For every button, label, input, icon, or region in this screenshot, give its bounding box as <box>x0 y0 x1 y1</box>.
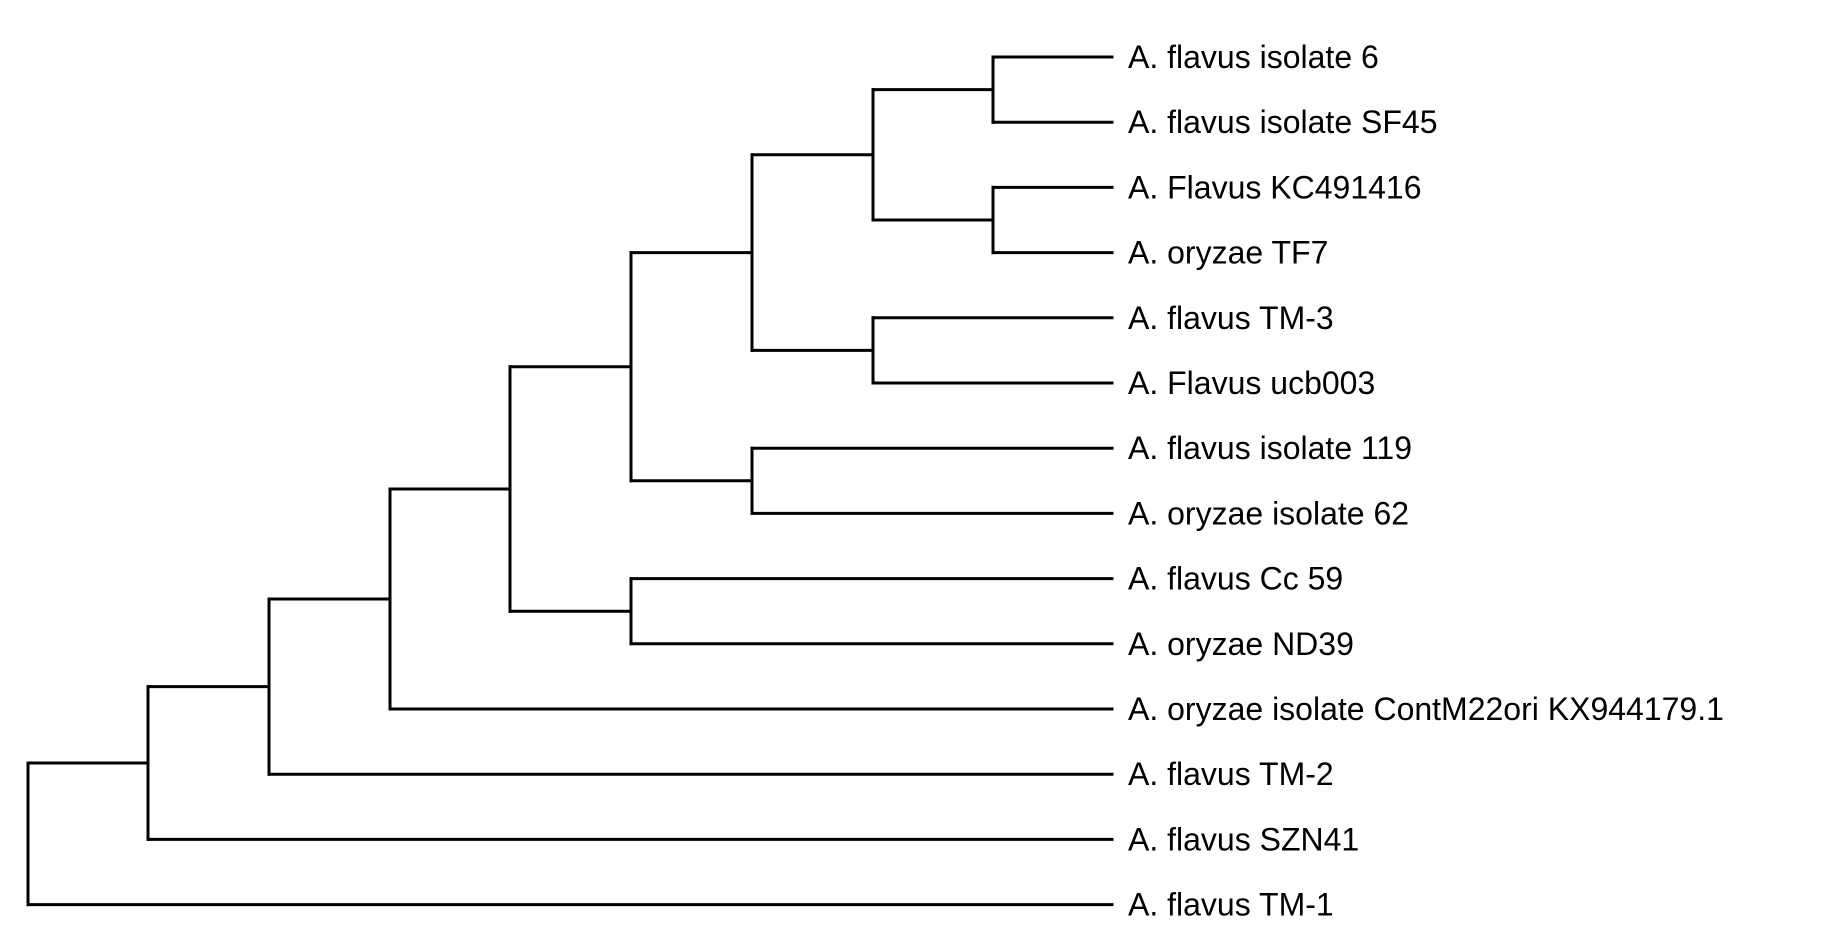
leaf-label: A. flavus TM-1 <box>1128 887 1334 923</box>
leaf-label: A. oryzae isolate ContM22ori KX944179.1 <box>1128 691 1724 727</box>
leaf-label: A. flavus SZN41 <box>1128 821 1359 857</box>
leaf-label: A. oryzae isolate 62 <box>1128 495 1409 531</box>
leaf-label: A. flavus TM-3 <box>1128 300 1334 336</box>
leaf-label: A. flavus isolate 6 <box>1128 39 1379 75</box>
leaf-label: A. Flavus ucb003 <box>1128 365 1375 401</box>
leaf-label: A. Flavus KC491416 <box>1128 169 1422 205</box>
leaf-label: A. flavus isolate SF45 <box>1128 104 1437 140</box>
leaf-labels: A. flavus isolate 6 A. flavus isolate SF4… <box>1128 39 1724 923</box>
leaf-label: A. oryzae ND39 <box>1128 626 1354 662</box>
leaf-label: A. flavus isolate 119 <box>1128 430 1412 466</box>
tree-branches <box>26 55 1114 907</box>
leaf-label: A. flavus Cc 59 <box>1128 561 1343 597</box>
leaf-label: A. oryzae TF7 <box>1128 235 1328 271</box>
leaf-label: A. flavus TM-2 <box>1128 756 1334 792</box>
